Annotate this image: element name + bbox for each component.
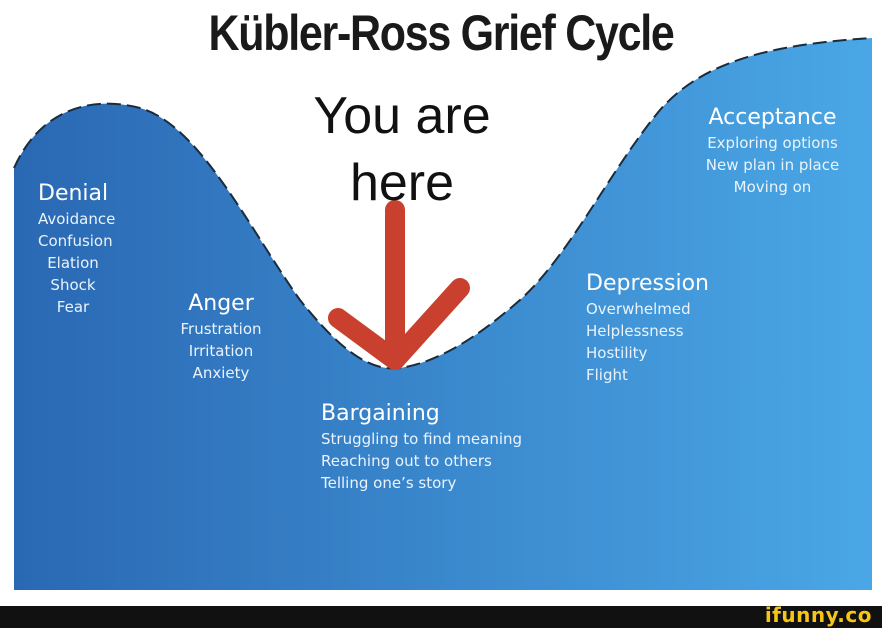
stage-name: Denial (38, 181, 109, 206)
stage-bargaining: Bargaining Struggling to find meaning Re… (321, 400, 522, 494)
stage-depression: Depression Overwhelmed Helplessness Host… (586, 270, 709, 386)
here-label: here (349, 154, 455, 212)
stage-item: Flight (586, 366, 628, 384)
footer-bar (0, 606, 882, 628)
stage-item: New plan in place (705, 156, 840, 174)
stage-item: Overwhelmed (586, 300, 691, 318)
stage-item: Reaching out to others (321, 452, 492, 470)
stage-item: Anxiety (192, 364, 250, 382)
diagram-title: Kübler-Ross Grief Cycle (208, 5, 675, 61)
stage-name: Depression (586, 271, 709, 296)
stage-item: Exploring options (707, 134, 838, 152)
stage-item: Struggling to find meaning (321, 430, 523, 448)
down-arrow-icon (328, 200, 470, 370)
stage-item: Moving on (733, 178, 812, 196)
stage-name: Acceptance (708, 105, 837, 130)
stage-item: Confusion (38, 232, 113, 250)
stage-acceptance: Acceptance Exploring options New plan in… (690, 104, 855, 198)
stage-name: Anger (188, 291, 254, 316)
stage-name: Bargaining (321, 401, 440, 426)
stage-item: Avoidance (38, 210, 116, 228)
stage-item: Hostility (586, 344, 648, 362)
stage-item: Helplessness (586, 322, 684, 340)
stage-anger: Anger Frustration Irritation Anxiety (180, 290, 262, 384)
stage-item: Frustration (180, 320, 262, 338)
stage-item: Elation (47, 254, 99, 272)
stage-item: Shock (50, 276, 96, 294)
stage-item: Telling one’s story (321, 474, 457, 492)
ifunny-watermark: ifunny.co (764, 603, 872, 627)
stage-denial: Denial Avoidance Confusion Elation Shock… (38, 180, 116, 318)
you-are-label: You are (313, 87, 491, 145)
stage-item: Irritation (188, 342, 254, 360)
stage-item: Fear (56, 298, 90, 316)
grief-curve-area (14, 38, 872, 590)
